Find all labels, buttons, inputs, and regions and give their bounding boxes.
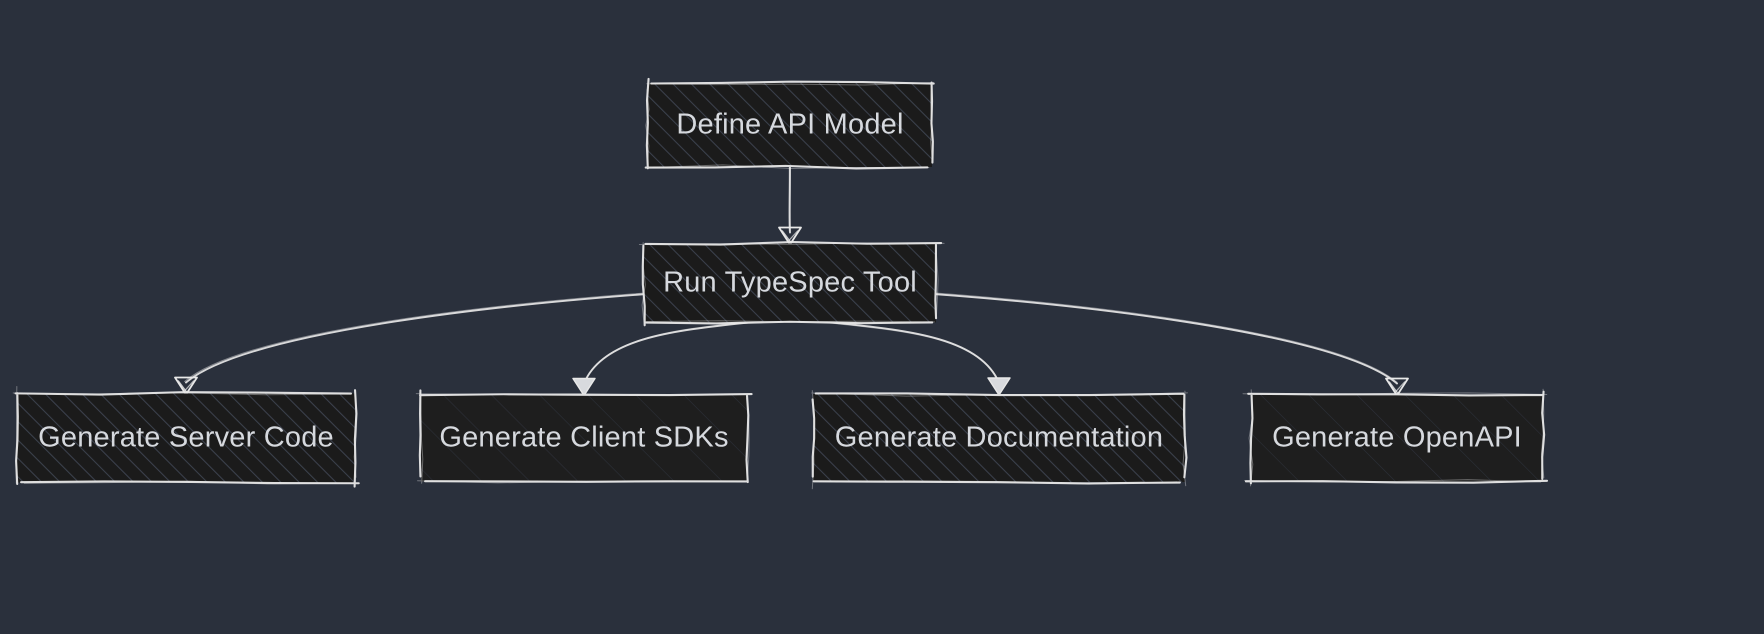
node-border-sketch <box>638 242 945 325</box>
edge-run-typespec-tool-to-generate-openapi <box>861 287 1409 397</box>
node-background <box>813 394 1185 482</box>
arrowhead <box>987 377 1011 396</box>
arrowhead <box>778 226 802 246</box>
node-background <box>644 243 936 323</box>
edge-run-typespec-tool-to-generate-server-code <box>174 287 719 396</box>
node-generate-client-sdks[interactable]: Generate Client SDKs <box>415 389 753 484</box>
node-border-sketch <box>415 392 750 484</box>
node-background <box>17 393 355 483</box>
node-label: Generate OpenAPI <box>1272 422 1522 454</box>
node-border-sketch <box>811 390 1188 490</box>
node-background <box>1251 394 1543 482</box>
node-border <box>644 77 935 170</box>
node-border <box>418 389 753 484</box>
node-generate-openapi[interactable]: Generate OpenAPI <box>1242 388 1549 487</box>
edge-run-typespec-tool-to-generate-documentation <box>814 319 1011 396</box>
node-define-api-model[interactable]: Define API Model <box>644 77 935 170</box>
edge-define-api-model-to-run-typespec-tool <box>778 165 802 246</box>
node-border-sketch <box>645 81 935 169</box>
node-border-sketch <box>12 385 358 485</box>
node-border <box>641 240 943 327</box>
node-label: Generate Server Code <box>38 422 334 454</box>
node-label: Run TypeSpec Tool <box>663 267 917 299</box>
arrowhead <box>572 377 596 397</box>
node-generate-documentation[interactable]: Generate Documentation <box>811 390 1188 490</box>
node-border-sketch <box>1242 388 1548 487</box>
node-background <box>421 394 747 482</box>
node-background <box>648 83 932 167</box>
node-label: Generate Client SDKs <box>439 422 728 454</box>
node-run-typespec-tool[interactable]: Run TypeSpec Tool <box>638 240 945 327</box>
node-label: Define API Model <box>676 109 903 141</box>
node-generate-server-code[interactable]: Generate Server Code <box>12 385 360 488</box>
node-label: Generate Documentation <box>835 422 1163 454</box>
edge-run-typespec-tool-to-generate-client-sdks <box>572 319 767 397</box>
arrowhead <box>1385 377 1409 397</box>
node-border <box>14 389 360 488</box>
node-border <box>1244 390 1549 485</box>
node-border <box>811 392 1188 485</box>
arrowhead <box>174 376 198 396</box>
